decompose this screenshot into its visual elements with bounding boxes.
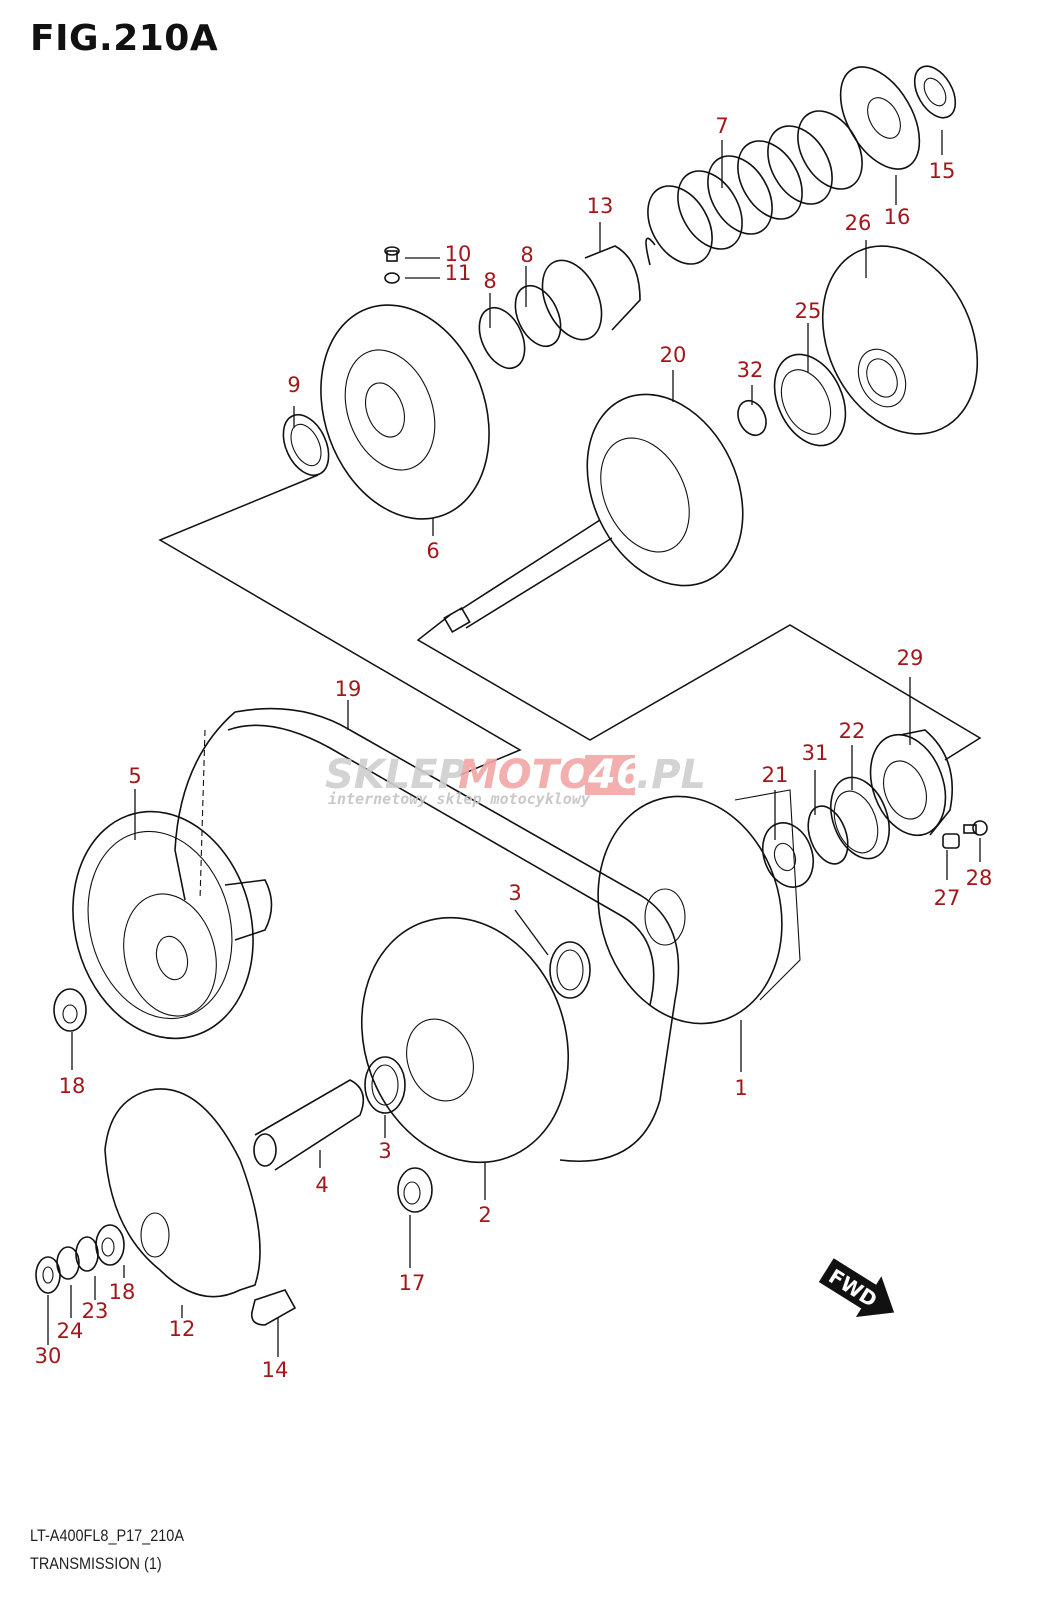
callout-2[interactable]: 2 — [478, 1203, 491, 1227]
leader-lines — [47, 130, 981, 1357]
watermark-number-box — [585, 755, 635, 795]
part-26-clutch-shoe[interactable] — [793, 221, 1006, 459]
callout-18-lower[interactable]: 18 — [109, 1280, 136, 1304]
callout-31[interactable]: 31 — [802, 741, 829, 765]
callout-20[interactable]: 20 — [660, 343, 687, 367]
callout-23[interactable]: 23 — [82, 1299, 109, 1323]
callout-32[interactable]: 32 — [737, 358, 764, 382]
part-14-slider[interactable] — [250, 1289, 297, 1326]
figure-title: FIG.210A — [30, 18, 219, 59]
callout-10[interactable]: 10 — [445, 242, 472, 266]
figure-footer: LT-A400FL8_P17_210A TRANSMISSION (1) — [30, 1522, 184, 1578]
part-18-nut-lower[interactable] — [95, 1224, 125, 1266]
part-8-o-ring-a[interactable] — [470, 301, 533, 376]
callout-9[interactable]: 9 — [287, 373, 300, 397]
part-7-spring[interactable] — [635, 100, 875, 276]
part-27-washer[interactable] — [942, 833, 960, 849]
part-1-fixed-sheave[interactable] — [573, 776, 806, 1045]
callout-labels: 7 15 16 13 26 10 11 8 8 25 20 32 9 6 29 … — [35, 114, 993, 1382]
part-10-rivet[interactable] — [384, 246, 400, 262]
callout-12[interactable]: 12 — [169, 1317, 196, 1341]
part-4-spacer[interactable] — [253, 1079, 365, 1171]
part-28-bolt[interactable] — [963, 820, 988, 836]
part-20-clutch-housing-shaft[interactable] — [443, 369, 772, 634]
watermark-brand-part3: 46 — [587, 752, 644, 798]
watermark-tagline: internetowy sklep motocyklowy — [328, 790, 591, 808]
callout-26[interactable]: 26 — [845, 211, 872, 235]
callout-13[interactable]: 13 — [587, 194, 614, 218]
callout-11[interactable]: 11 — [445, 261, 472, 285]
part-8-o-ring-b[interactable] — [506, 279, 569, 354]
callout-22[interactable]: 22 — [839, 719, 866, 743]
part-31-circlip[interactable] — [801, 801, 855, 870]
callout-5[interactable]: 5 — [128, 764, 141, 788]
callout-3-upper[interactable]: 3 — [508, 881, 521, 905]
callout-7[interactable]: 7 — [715, 114, 728, 138]
callout-15[interactable]: 15 — [929, 159, 956, 183]
part-15-nut[interactable] — [906, 59, 963, 124]
part-5-driven-sheave[interactable] — [48, 791, 278, 1059]
callout-30[interactable]: 30 — [35, 1344, 62, 1368]
watermark-brand-part2: MOTO — [458, 752, 593, 798]
watermark-brand-part1: SKLEP — [325, 752, 467, 798]
callout-16[interactable]: 16 — [884, 205, 911, 229]
part-17-bearing[interactable] — [397, 1167, 433, 1213]
part-25-one-way-clutch[interactable] — [761, 343, 860, 457]
part-3-seal-lower[interactable] — [364, 1056, 406, 1114]
part-29-bearing[interactable] — [857, 724, 958, 846]
callout-24[interactable]: 24 — [57, 1319, 84, 1343]
callout-4[interactable]: 4 — [315, 1173, 328, 1197]
callout-8-b[interactable]: 8 — [520, 243, 533, 267]
callout-21[interactable]: 21 — [762, 763, 789, 787]
assembly-frame-upper — [158, 474, 982, 776]
part-30-bearing[interactable] — [35, 1256, 61, 1294]
part-18-nut-left[interactable] — [53, 988, 87, 1032]
watermark: SKLEP MOTO 46 .PL internetowy sklep moto… — [325, 752, 706, 808]
callout-25[interactable]: 25 — [795, 299, 822, 323]
arrow-icon — [818, 1258, 895, 1318]
callout-3-lower[interactable]: 3 — [378, 1139, 391, 1163]
callout-6[interactable]: 6 — [426, 539, 439, 563]
callout-14[interactable]: 14 — [262, 1358, 289, 1382]
callout-29[interactable]: 29 — [897, 646, 924, 670]
part-3-seal-upper[interactable] — [549, 941, 591, 999]
callout-27[interactable]: 27 — [934, 886, 961, 910]
part-32-nut[interactable] — [733, 396, 772, 440]
part-19-drive-belt[interactable] — [174, 707, 680, 1162]
part-2-movable-sheave[interactable] — [328, 888, 601, 1191]
part-22-oil-seal[interactable] — [820, 769, 899, 866]
callout-18-left[interactable]: 18 — [59, 1074, 86, 1098]
part-23-washer[interactable] — [75, 1236, 99, 1272]
watermark-brand-suffix: .PL — [636, 752, 706, 798]
callout-28[interactable]: 28 — [966, 866, 993, 890]
part-6-sheave[interactable] — [292, 281, 518, 542]
callout-19[interactable]: 19 — [335, 677, 362, 701]
part-16-plate[interactable] — [824, 54, 935, 183]
fwd-direction-arrow: FWD — [818, 1258, 895, 1318]
section-name: TRANSMISSION (1) — [30, 1554, 162, 1573]
part-12-drive-face[interactable] — [104, 1088, 261, 1298]
callout-1[interactable]: 1 — [734, 1076, 747, 1100]
model-code: LT-A400FL8_P17_210A — [30, 1526, 184, 1545]
callout-17[interactable]: 17 — [399, 1271, 426, 1295]
part-21-collar[interactable] — [754, 816, 822, 894]
part-9-seal[interactable] — [274, 408, 337, 483]
part-13-sleeve[interactable] — [531, 245, 641, 349]
callout-8-a[interactable]: 8 — [483, 269, 496, 293]
part-11-washer[interactable] — [384, 272, 400, 284]
